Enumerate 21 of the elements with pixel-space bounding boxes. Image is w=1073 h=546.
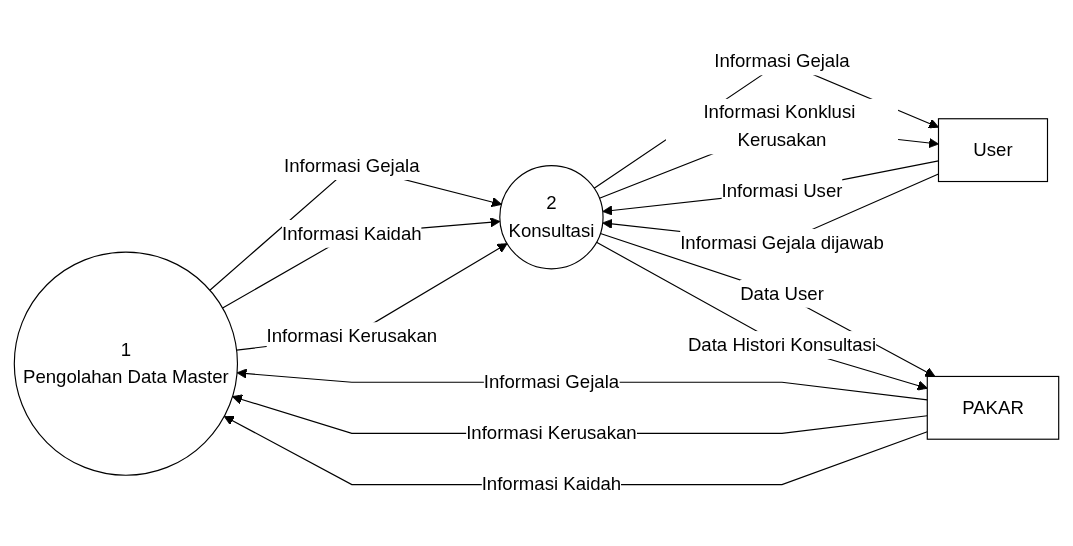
edge-label: Informasi Konklusi Kerusakan	[703, 102, 856, 150]
arrow	[223, 415, 928, 486]
edge-label: Informasi User	[721, 181, 843, 201]
node-circle: 2 Konsultasi	[499, 165, 604, 270]
edge-label: Informasi Gejala	[483, 371, 620, 392]
edge-label: Data Histori Konsultasi	[687, 334, 877, 355]
edge-label: Informasi Gejala	[284, 155, 420, 176]
edge-label: Informasi Gejala	[714, 50, 850, 71]
edge-label: Data User	[740, 283, 824, 304]
arrow	[596, 241, 928, 391]
edge-label: Informasi Kaidah	[282, 223, 422, 244]
edge-label: Informasi Kaidah	[481, 474, 622, 494]
edge-label: Informasi Gejala dijawab	[680, 232, 884, 253]
arrow	[236, 368, 928, 401]
node-box: User	[937, 118, 1049, 183]
edge-label: Informasi Kerusakan	[466, 422, 637, 443]
arrow	[222, 217, 501, 309]
node-circle: 1 Pengolahan Data Master	[13, 251, 239, 476]
arrow	[236, 243, 508, 351]
node-box: PAKAR	[926, 375, 1060, 440]
edge-label: Informasi Kerusakan	[266, 325, 438, 346]
